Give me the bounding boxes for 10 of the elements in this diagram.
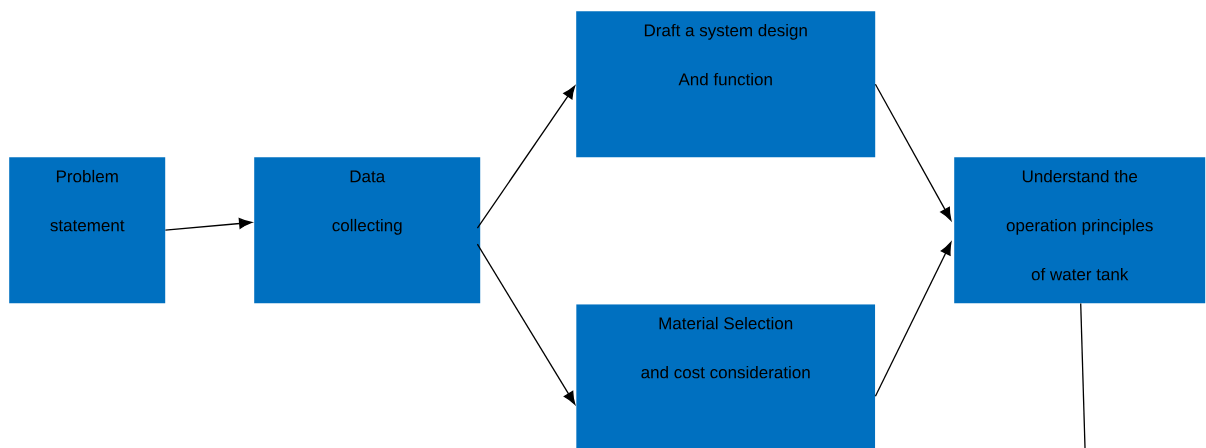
arrow xyxy=(164,218,253,231)
arrow xyxy=(476,85,576,229)
arrow xyxy=(874,83,952,221)
process-box: Understand the operation principles of water tank xyxy=(954,157,1206,304)
process-box: Data collecting xyxy=(254,157,481,304)
arrow xyxy=(874,241,952,397)
process-box: Problem statement xyxy=(9,157,166,304)
arrow xyxy=(476,243,576,405)
process-box: Draft a system design And function xyxy=(576,11,876,158)
process-box: Material Selection and cost consideration xyxy=(576,304,876,448)
